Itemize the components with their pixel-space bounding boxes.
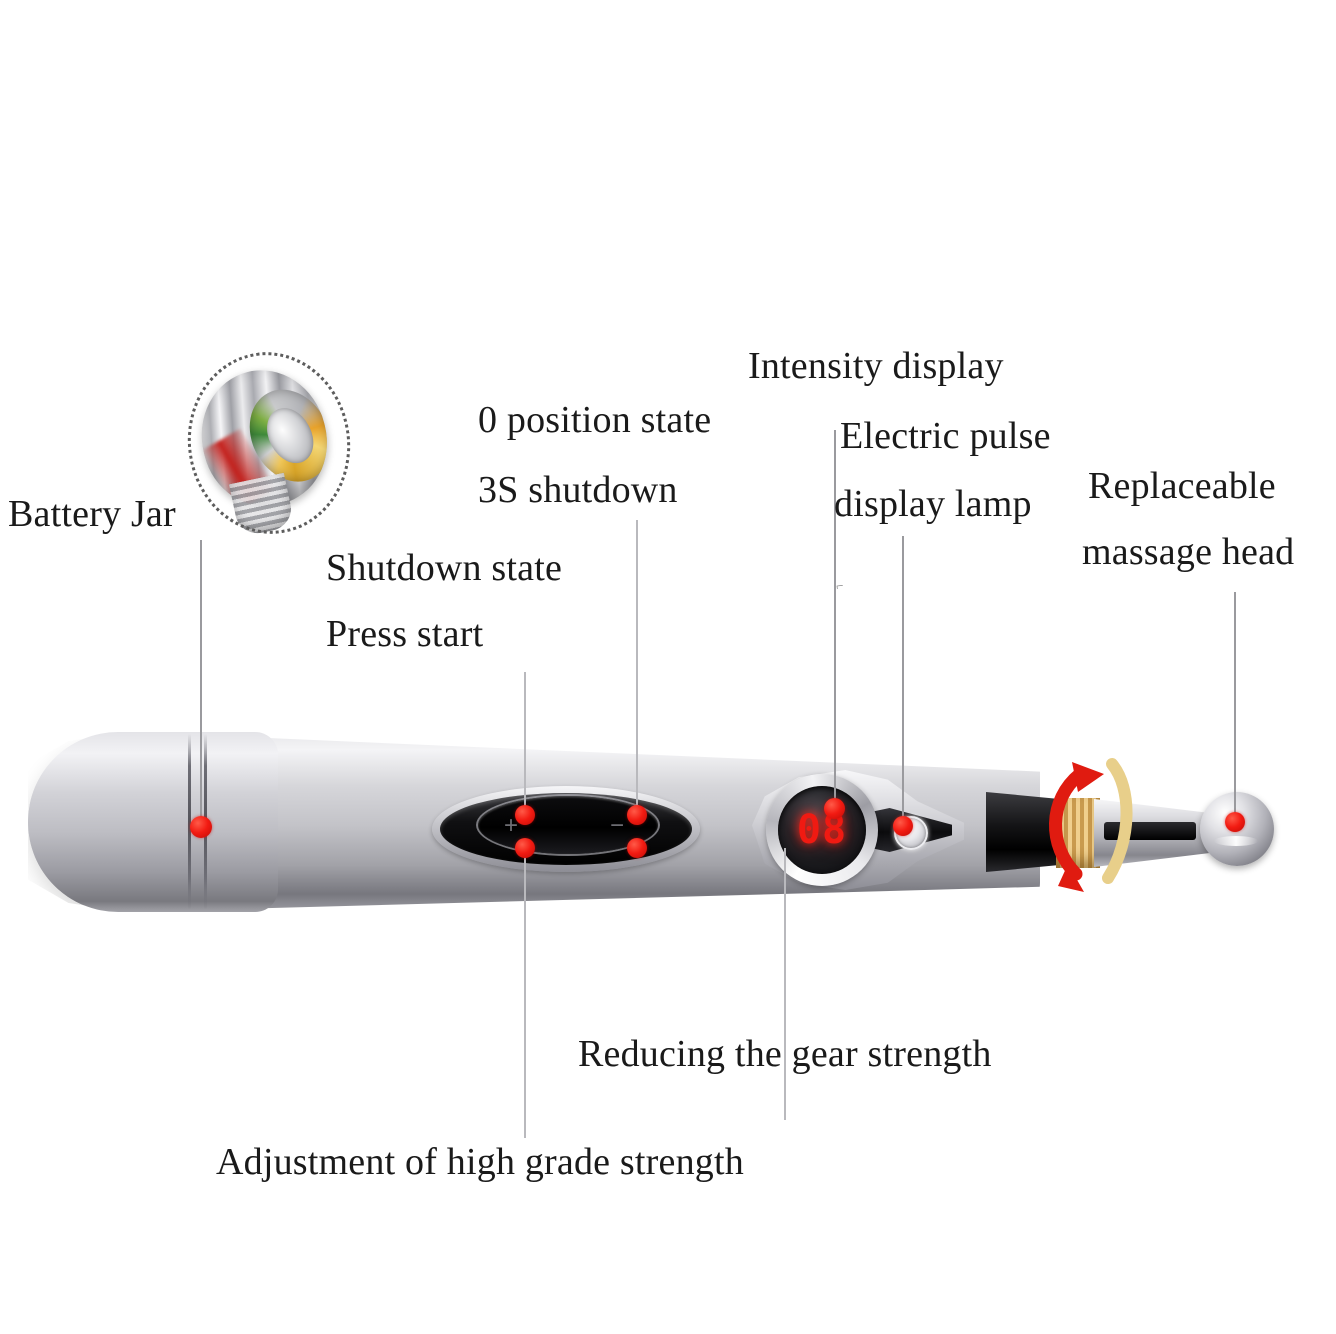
- intensity-display-screen: 08: [778, 786, 866, 874]
- leader-intensity-display: [834, 430, 836, 810]
- scan-artifact: ⌐: [835, 577, 845, 594]
- battery-jar-dotted-ring: [176, 341, 362, 545]
- marker-intensity-display: [824, 798, 845, 819]
- marker-shutdown: [627, 805, 647, 825]
- intensity-display-bezel: 08: [766, 774, 878, 886]
- label-adjustment-high-grade: Adjustment of high grade strength: [216, 1141, 744, 1183]
- marker-electric-pulse-lamp: [893, 816, 913, 836]
- leader-press-start: [524, 672, 526, 822]
- battery-jar-inset: [176, 341, 362, 545]
- label-position-state: 0 position state: [478, 399, 712, 441]
- marker-reducing-gear: [627, 838, 647, 858]
- massage-head-highlight: [1214, 836, 1258, 846]
- label-intensity-display: Intensity display: [748, 345, 1004, 387]
- leader-massage-head: [1234, 592, 1236, 820]
- marker-massage-head: [1225, 812, 1245, 832]
- leader-reducing-gear: [784, 848, 786, 1120]
- control-panel[interactable]: + −: [432, 786, 700, 872]
- increase-symbol[interactable]: +: [504, 812, 519, 839]
- label-3s-shutdown: 3S shutdown: [478, 469, 678, 511]
- label-massage-head: massage head: [1082, 531, 1295, 573]
- label-press-start: Press start: [326, 613, 484, 655]
- leader-shutdown: [636, 520, 638, 820]
- leader-adjustment-high: [524, 848, 526, 1138]
- marker-press-start: [515, 805, 535, 825]
- leader-battery-jar: [200, 540, 202, 828]
- display-module: 08: [752, 770, 964, 890]
- label-electric-pulse: Electric pulse: [840, 415, 1051, 457]
- label-reducing-gear-strength: Reducing the gear strength: [578, 1033, 992, 1075]
- leader-electric-pulse-lamp: [902, 536, 904, 824]
- rotation-arrows: [1049, 758, 1133, 892]
- pen-end-cap: [28, 732, 278, 912]
- end-cap-seam-left: [188, 734, 191, 910]
- decrease-symbol[interactable]: −: [610, 812, 625, 839]
- label-display-lamp: display lamp: [834, 483, 1032, 525]
- marker-adjustment-high: [515, 838, 535, 858]
- marker-battery-jar: [190, 816, 212, 838]
- label-shutdown-state: Shutdown state: [326, 547, 563, 589]
- label-replaceable: Replaceable: [1088, 465, 1276, 507]
- label-battery-jar: Battery Jar: [8, 493, 176, 535]
